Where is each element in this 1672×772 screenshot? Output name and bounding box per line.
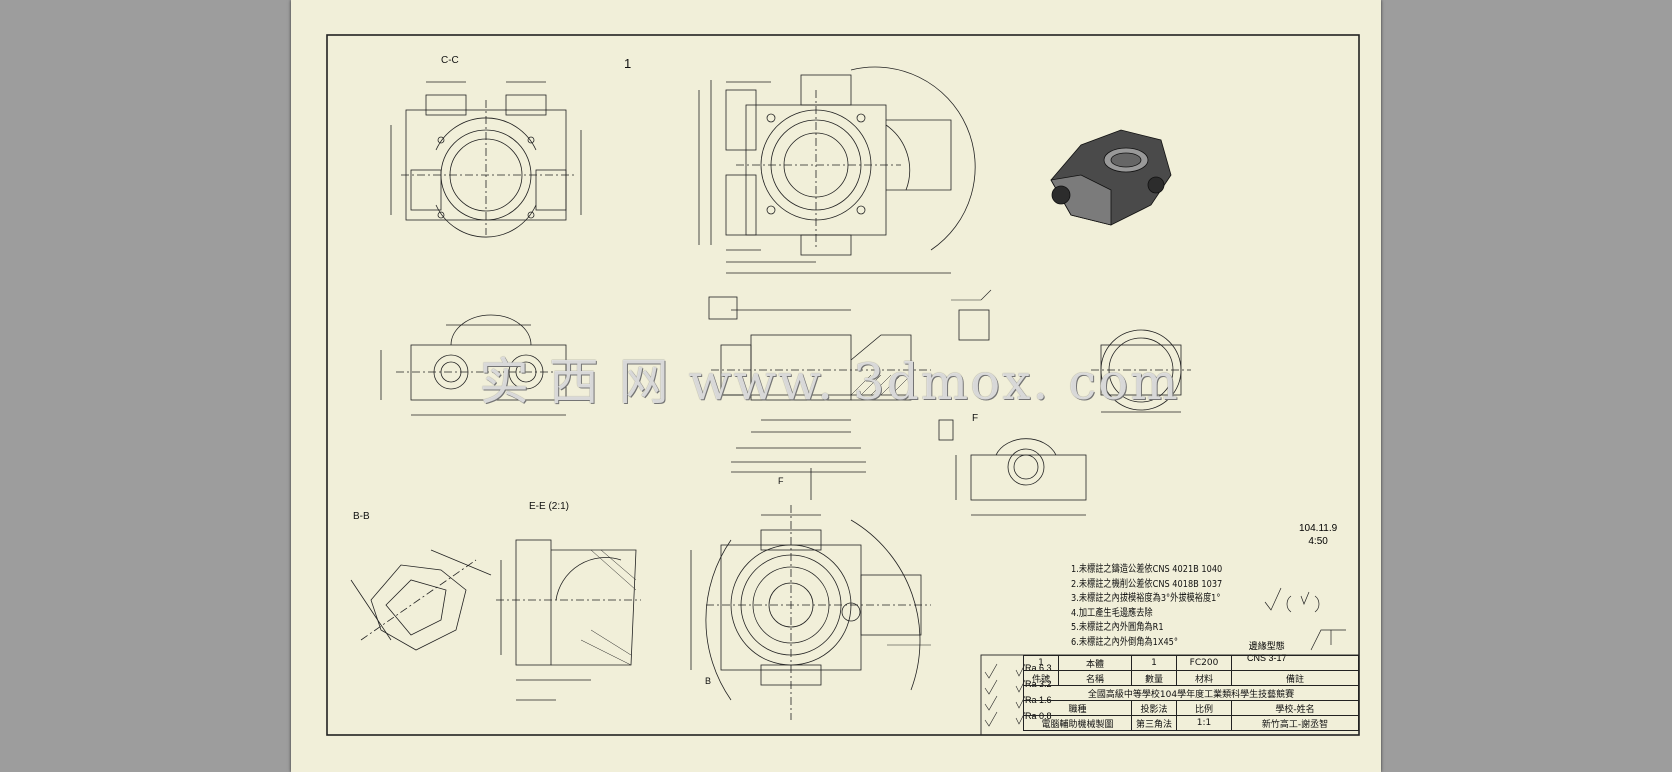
header-name: 名稱 <box>1058 670 1132 686</box>
header-remark: 備註 <box>1231 670 1359 686</box>
label-section-cc: C-C <box>441 55 459 66</box>
weld-symbol <box>1310 629 1346 651</box>
drawing-sheet: C-C 1 B-B E-E (2:1) F F B 1.未標註之鑄造公差依CNS… <box>291 0 1381 772</box>
label-view-f: F <box>972 413 979 424</box>
date-value: 104.11.9 <box>1299 523 1338 534</box>
note-line: 2.未標註之機削公差依CNS 4018B 1037 <box>1071 578 1223 590</box>
label-arrow-b: B <box>705 676 712 686</box>
section-view-middle <box>708 296 990 473</box>
part-material: FC200 <box>1176 655 1232 671</box>
header-material: 材料 <box>1176 670 1232 686</box>
note-line: 5.未標註之內外圓角為R1 <box>1071 622 1164 633</box>
hatching-ee <box>580 549 637 666</box>
info-header-row: 職種 投影法 比例 學校-姓名 <box>1023 700 1359 716</box>
leader-lines <box>887 289 992 646</box>
border-frame <box>326 34 1360 736</box>
part-quantity: 1 <box>1131 655 1177 671</box>
header-quantity: 數量 <box>1131 670 1177 686</box>
title-block: 1 本體 1 FC200 件號 名稱 數量 材料 備註 全國高級中等學校104學… <box>1023 655 1359 731</box>
header-part-number: 件號 <box>1023 670 1059 686</box>
watermark-text: 实 西 网 www. 3dmox. com <box>479 353 1180 411</box>
label-sheet-number: 1 <box>624 56 632 71</box>
technical-drawing <box>326 34 1360 736</box>
note-line: 6.未標註之內外倒角為1X45° <box>1071 636 1178 648</box>
note-line: 3.未標註之內拔模裕度為3°外拔模裕度1° <box>1071 593 1221 604</box>
front-view <box>698 66 976 274</box>
view-f <box>955 438 1087 516</box>
weld-type-label: 邊緣型態 <box>1248 641 1285 651</box>
part-remark <box>1231 655 1359 671</box>
note-line: 1.未標註之鑄造公差依CNS 4021B 1040 <box>1071 564 1223 575</box>
header-school-name: 學校-姓名 <box>1231 700 1359 716</box>
isometric-3d-view <box>1050 129 1172 226</box>
parts-row: 1 本體 1 FC200 <box>1023 655 1359 671</box>
section-cc-view <box>390 81 582 238</box>
time-value: 4:50 <box>1308 536 1328 547</box>
header-scale: 比例 <box>1176 700 1232 716</box>
info-row: 電腦輔助機械製圖 第三角法 1:1 新竹高工-謝丞智 <box>1023 715 1359 731</box>
competition-title: 全國高級中等學校104學年度工業類科學生技藝競賽 <box>1023 685 1359 701</box>
competition-row: 全國高級中等學校104學年度工業類科學生技藝競賽 <box>1023 685 1359 701</box>
section-bb-view <box>350 549 492 651</box>
side-view-left <box>380 314 581 416</box>
note-line: 4.加工產生毛邊應去除 <box>1071 607 1153 619</box>
section-ee-view <box>496 539 641 701</box>
label-arrow-f: F <box>778 476 784 486</box>
header-projection: 投影法 <box>1131 700 1177 716</box>
scale-value: 1:1 <box>1176 715 1232 731</box>
school-name-value: 新竹高工-謝丞智 <box>1231 715 1359 731</box>
hatching-middle <box>850 374 910 396</box>
roughness-legend <box>984 663 1026 727</box>
label-section-bb: B-B <box>353 511 370 522</box>
header-category: 職種 <box>1023 700 1132 716</box>
side-view-right <box>1091 329 1191 413</box>
general-notes: 1.未標註之鑄造公差依CNS 4021B 1040 2.未標註之機削公差依CNS… <box>1071 563 1255 650</box>
bottom-view <box>690 468 931 720</box>
part-name: 本體 <box>1058 655 1132 671</box>
parts-header-row: 件號 名稱 數量 材料 備註 <box>1023 670 1359 686</box>
projection-value: 第三角法 <box>1131 715 1177 731</box>
surface-finish-general <box>1264 587 1320 613</box>
drawing-date: 104.11.9 4:50 <box>1299 522 1337 548</box>
label-section-ee: E-E (2:1) <box>529 501 570 512</box>
part-number: 1 <box>1023 655 1059 671</box>
category-value: 電腦輔助機械製圖 <box>1023 715 1132 731</box>
